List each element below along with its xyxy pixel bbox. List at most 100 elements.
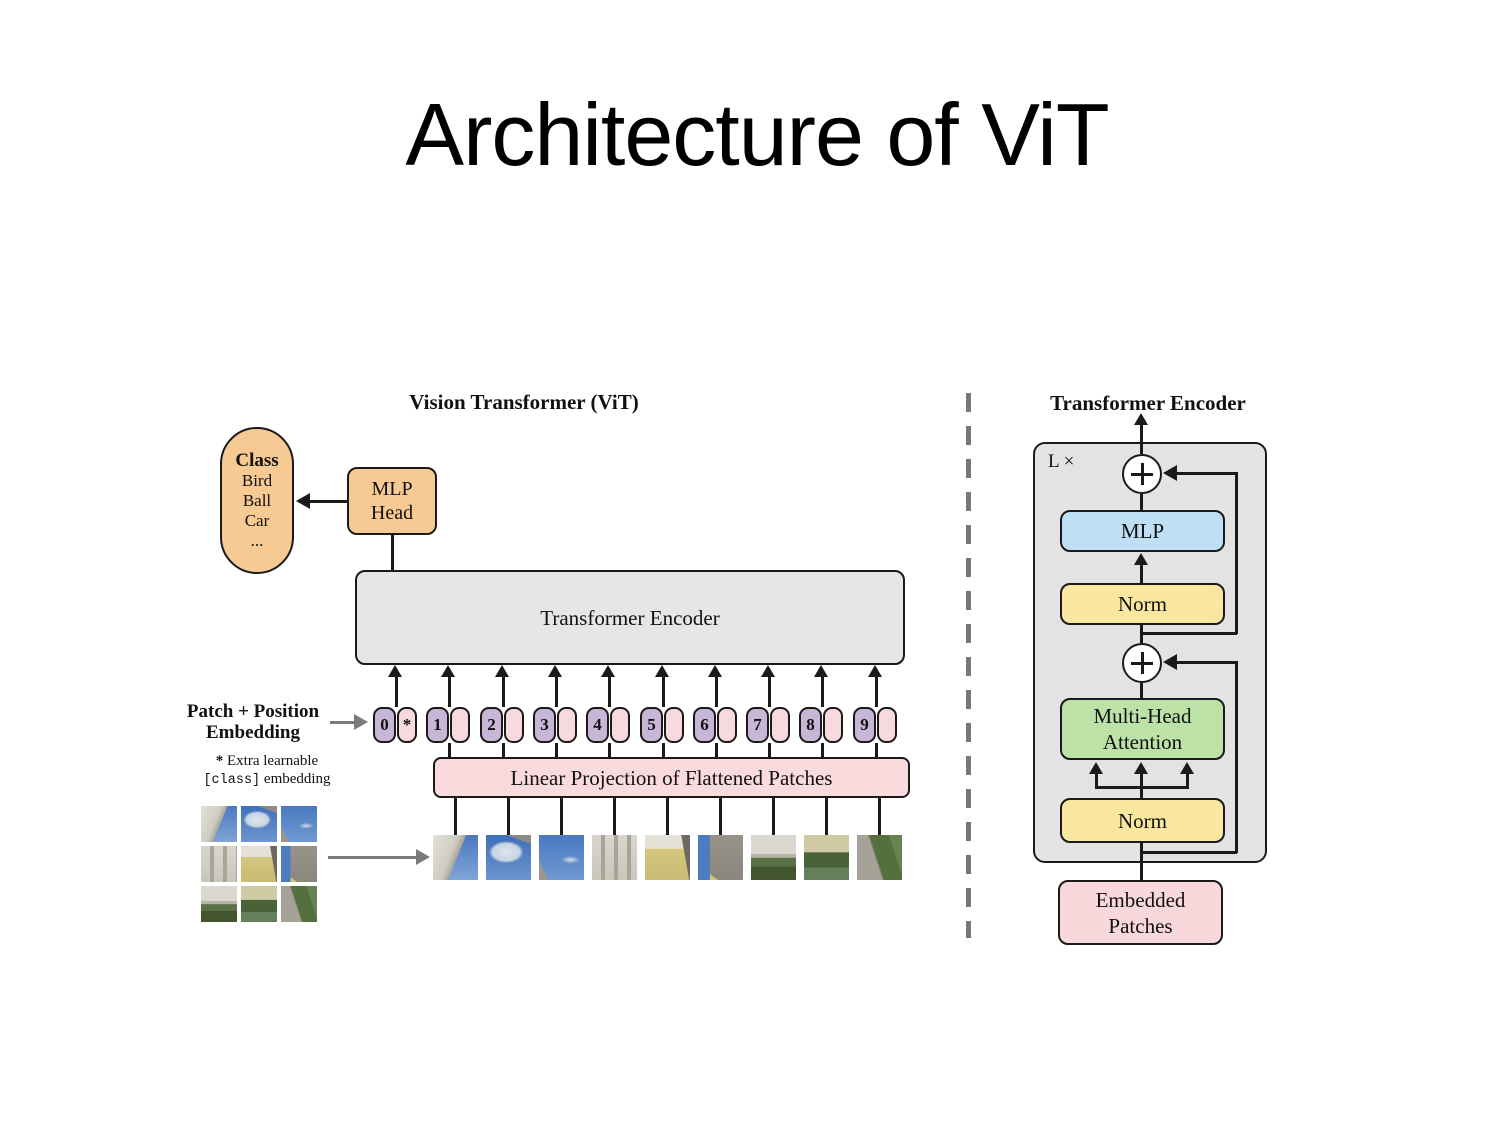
norm-bottom-block: Norm bbox=[1060, 798, 1225, 843]
norm-mlp-arrow-shaft bbox=[1140, 563, 1143, 583]
embedded-patches-label: Embedded bbox=[1095, 887, 1186, 912]
mha-label: Attention bbox=[1102, 730, 1183, 754]
image-patch bbox=[698, 835, 743, 880]
token-pair: 2 bbox=[480, 707, 524, 743]
token-arrowhead-icon bbox=[814, 665, 828, 677]
image-patch bbox=[751, 835, 796, 880]
token-arrow-shaft bbox=[715, 675, 718, 707]
qkv-fork-mid-shaft bbox=[1140, 772, 1143, 788]
patch-embedding-token bbox=[823, 707, 843, 743]
position-token: 8 bbox=[799, 707, 822, 743]
footnote-star: * bbox=[215, 753, 224, 769]
token-projection-connector bbox=[715, 743, 718, 758]
patch-pos-arrowhead-icon bbox=[354, 714, 368, 730]
qkv-fork-right-shaft bbox=[1186, 772, 1189, 788]
image-patch bbox=[804, 835, 849, 880]
plus2-mha-connector bbox=[1140, 683, 1143, 698]
position-token: 7 bbox=[746, 707, 769, 743]
embedded-patches-label: Patches bbox=[1108, 913, 1173, 938]
encoder-figure-label: Transformer Encoder bbox=[1050, 391, 1246, 415]
token-arrowhead-icon bbox=[548, 665, 562, 677]
class-item: Car bbox=[244, 510, 270, 530]
token-arrowhead-icon bbox=[655, 665, 669, 677]
token-arrow-shaft bbox=[875, 675, 878, 707]
residual-add-bottom-icon bbox=[1122, 643, 1162, 683]
token-arrow-shaft bbox=[448, 675, 451, 707]
mlp-head-label: Head bbox=[370, 502, 414, 524]
source-grid-cell bbox=[241, 886, 277, 922]
position-token: 6 bbox=[693, 707, 716, 743]
class-item-ellipsis: ... bbox=[250, 530, 264, 550]
skip1-arrowhead-icon bbox=[1163, 465, 1177, 481]
page-title: Architecture of ViT bbox=[405, 85, 1109, 184]
skip1-vertical-line bbox=[1235, 472, 1238, 634]
patch-connector bbox=[613, 798, 616, 835]
footnote-class-code: [class] bbox=[203, 772, 261, 788]
token-arrow-shaft bbox=[662, 675, 665, 707]
image-patch bbox=[433, 835, 478, 880]
class-item: Bird bbox=[241, 470, 273, 490]
patch-pos-arrow-shaft bbox=[330, 721, 354, 724]
token-pair: 3 bbox=[533, 707, 577, 743]
token-pair: 9 bbox=[853, 707, 897, 743]
norm-top-block: Norm bbox=[1060, 583, 1225, 625]
transformer-encoder-box: Transformer Encoder bbox=[355, 570, 905, 665]
token-pair: 7 bbox=[746, 707, 790, 743]
patch-connector bbox=[719, 798, 722, 835]
skip2-tap-line bbox=[1141, 851, 1237, 854]
source-grid-cell bbox=[281, 846, 317, 882]
position-token: 1 bbox=[426, 707, 449, 743]
qkv-fork-left-shaft bbox=[1095, 772, 1098, 788]
qkv-fork-mid-arrowhead-icon bbox=[1134, 762, 1148, 774]
token-pair: 4 bbox=[586, 707, 630, 743]
patch-connector bbox=[507, 798, 510, 835]
image-patch bbox=[592, 835, 637, 880]
source-grid-cell bbox=[281, 886, 317, 922]
source-grid-cell bbox=[201, 846, 237, 882]
skip2-into-plus-line bbox=[1176, 661, 1237, 664]
patch-connector bbox=[454, 798, 457, 835]
token-arrowhead-icon bbox=[441, 665, 455, 677]
norm-top-label: Norm bbox=[1118, 592, 1167, 616]
token-pair: 5 bbox=[640, 707, 684, 743]
loop-count-label: L × bbox=[1048, 451, 1075, 472]
position-token: 0 bbox=[373, 707, 396, 743]
position-token: 4 bbox=[586, 707, 609, 743]
position-token: 3 bbox=[533, 707, 556, 743]
source-grid-cell bbox=[241, 846, 277, 882]
patch-embedding-token bbox=[717, 707, 737, 743]
patch-connector bbox=[878, 798, 881, 835]
token-arrow-shaft bbox=[502, 675, 505, 707]
norm-mlp-arrowhead-icon bbox=[1134, 553, 1148, 565]
footnote-text: embedding bbox=[263, 770, 331, 787]
multi-head-attention-block: Multi-Head Attention bbox=[1060, 698, 1225, 760]
mlphead-encoder-connector bbox=[391, 535, 394, 570]
skip1-tap-line bbox=[1141, 632, 1237, 635]
patch-embedding-token bbox=[770, 707, 790, 743]
token-arrowhead-icon bbox=[601, 665, 615, 677]
vit-figure-label: Vision Transformer (ViT) bbox=[409, 390, 639, 414]
image-patch bbox=[486, 835, 531, 880]
patch-connector bbox=[666, 798, 669, 835]
class-token-footnote: * Extra learnable [class] embedding bbox=[188, 753, 346, 789]
class-pill-title: Class bbox=[235, 449, 279, 471]
skip2-arrowhead-icon bbox=[1163, 654, 1177, 670]
patch-connector bbox=[560, 798, 563, 835]
grid-to-patches-arrow-shaft bbox=[328, 856, 416, 859]
token-projection-connector bbox=[448, 743, 451, 758]
patch-embedding-token bbox=[877, 707, 897, 743]
image-patch bbox=[539, 835, 584, 880]
norm-bottom-label: Norm bbox=[1118, 808, 1167, 833]
source-grid-cell bbox=[281, 806, 317, 842]
mlp-block-label: MLP bbox=[1120, 519, 1165, 543]
token-projection-connector bbox=[821, 743, 824, 758]
linear-projection-box: Linear Projection of Flattened Patches bbox=[433, 757, 910, 798]
token-arrowhead-icon bbox=[868, 665, 882, 677]
qkv-fork-left-arrowhead-icon bbox=[1089, 762, 1103, 774]
patch-embedding-token bbox=[557, 707, 577, 743]
position-token: 9 bbox=[853, 707, 876, 743]
token-arrow-shaft bbox=[395, 675, 398, 707]
token-pair: 8 bbox=[799, 707, 843, 743]
source-grid-cell bbox=[241, 806, 277, 842]
skip2-vertical-line bbox=[1235, 661, 1238, 853]
